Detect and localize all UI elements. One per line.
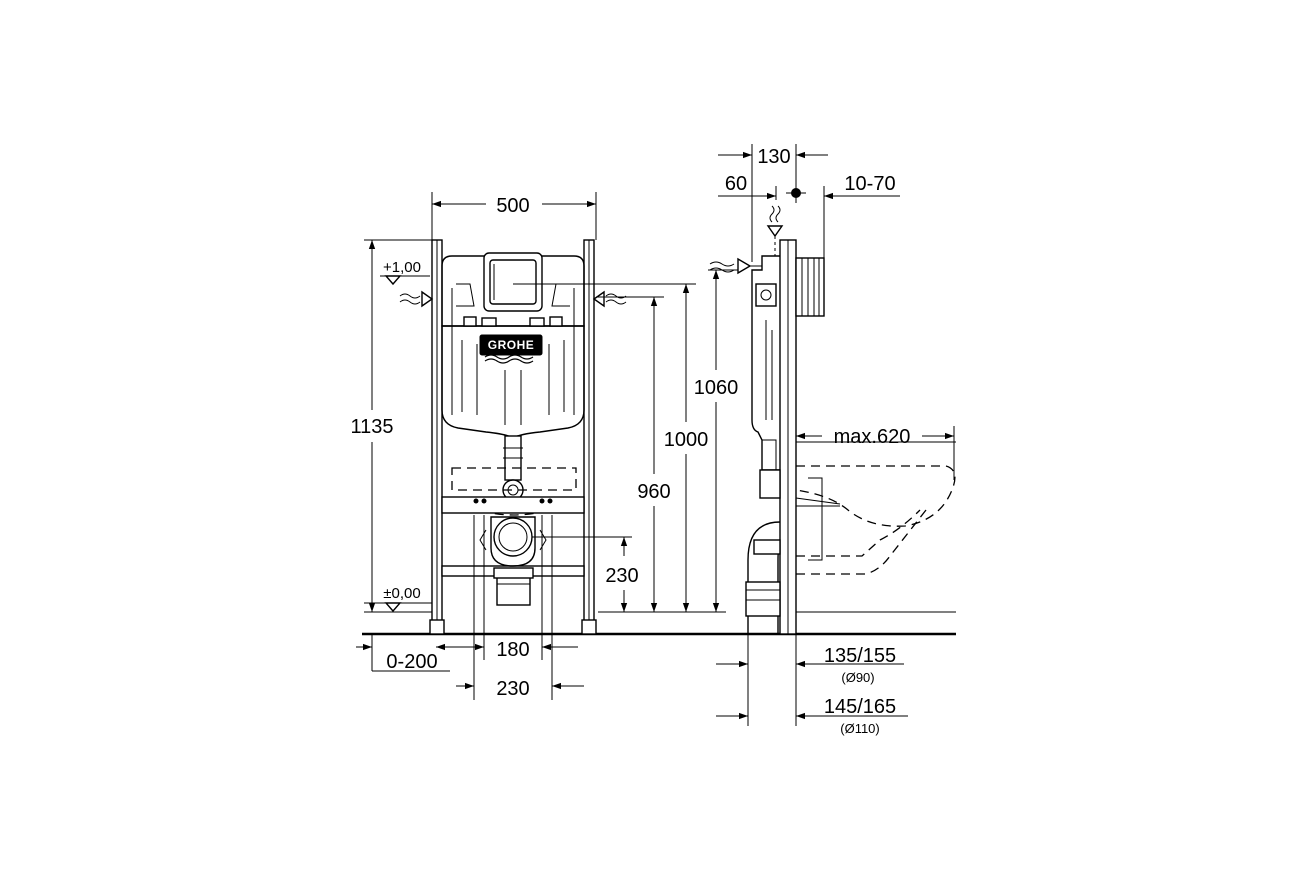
dim-height-230: 230: [605, 537, 639, 612]
dim-depth-0-200: 0-200: [356, 634, 476, 673]
dim-pipe-110-range-label: 145/165: [824, 696, 896, 718]
dim-depth-60-label: 60: [725, 173, 747, 195]
dim-pipe-110-diameter-label: (Ø110): [840, 721, 880, 736]
water-inlet-left: [399, 290, 434, 308]
flush-plate: [483, 252, 543, 312]
side-actuator: [795, 257, 825, 317]
dim-pipe-110: 145/165 (Ø110): [716, 696, 908, 736]
dim-height-1135: 1135: [350, 239, 432, 612]
dim-bottom-230: 230: [456, 515, 584, 700]
dim-height-960: 960: [637, 297, 671, 612]
dim-bottom-180: 180: [470, 515, 578, 661]
dim-width-label: 500: [496, 195, 529, 217]
dim-max-620: max.620: [796, 426, 955, 480]
brand-logo-text: GROHE: [488, 338, 535, 352]
dim-width-500: 500: [431, 192, 597, 240]
dim-max-620-label: max.620: [834, 426, 911, 448]
brand-logo: GROHE: [479, 334, 543, 364]
dim-height-1060: 1060: [694, 269, 740, 612]
level-mark-floor: ±0,00: [364, 585, 432, 613]
dim-height-230-label: 230: [605, 565, 638, 587]
dim-bottom-230-label: 230: [496, 678, 529, 700]
dim-height-960-label: 960: [637, 481, 670, 503]
side-frame-post: [779, 239, 797, 635]
frame-right-leg: [581, 239, 597, 635]
drain-connector: [479, 516, 547, 606]
dim-pipe-90-diameter-label: (Ø90): [841, 670, 874, 685]
level-floor-label: ±0,00: [383, 585, 420, 602]
frame-left-leg: [429, 239, 445, 635]
side-view: 130 60 10-70 max.620: [598, 144, 956, 736]
dim-height-total-label: 1135: [350, 416, 393, 438]
level-mark-top: +1,00: [380, 259, 430, 286]
dim-depth-0-200-label: 0-200: [386, 651, 437, 673]
side-vent-symbol: [766, 205, 784, 256]
side-water-inlet: [709, 257, 762, 275]
side-drain-bend: [745, 469, 781, 634]
dim-bottom-180-label: 180: [496, 639, 529, 661]
dim-height-1000: 1000: [664, 284, 709, 612]
bowl-outline-front: [451, 467, 577, 491]
front-view: GROHE: [350, 192, 740, 700]
side-wc-bowl: [795, 465, 956, 575]
dim-depth-60: 60: [718, 173, 777, 262]
level-top-label: +1,00: [383, 259, 421, 276]
side-cistern: [751, 255, 780, 471]
dim-pipe-90: 135/155 (Ø90): [716, 634, 904, 726]
dim-height-1000-label: 1000: [664, 429, 709, 451]
dim-pipe-90-range-label: 135/155: [824, 645, 896, 667]
dim-height-1060-label: 1060: [694, 377, 739, 399]
dim-depth-10-70: 10-70: [786, 173, 900, 258]
water-inlet-right: [592, 290, 627, 308]
dim-depth-10-70-label: 10-70: [844, 173, 895, 195]
dim-depth-130-label: 130: [757, 146, 790, 168]
